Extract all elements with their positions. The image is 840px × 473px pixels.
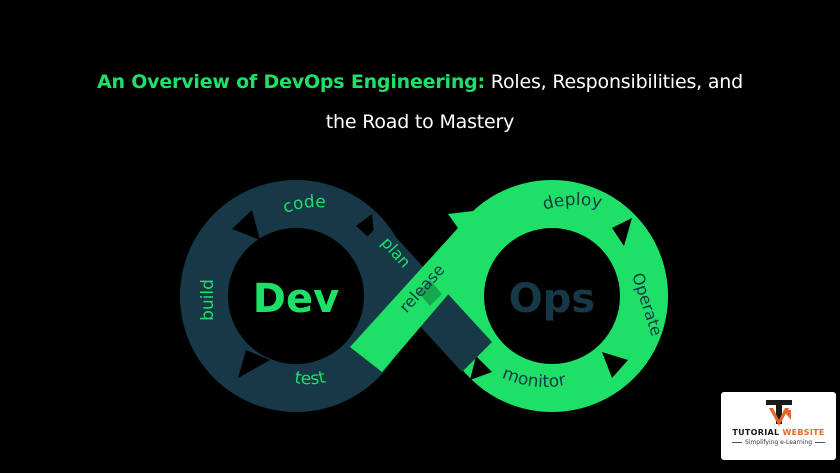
- tutorial-website-logo[interactable]: TUTORIAL WEBSITE Simplifying e-Learning: [721, 392, 836, 460]
- logo-name: TUTORIAL WEBSITE: [732, 428, 824, 437]
- ops-ring-gap-top: [612, 218, 632, 246]
- title-rest: Roles, Responsibilities, and: [484, 71, 744, 93]
- title-line-2: the Road to Mastery: [325, 111, 515, 133]
- dev-ring-gap-top: [232, 210, 260, 240]
- tagline-rule-left: [731, 442, 742, 443]
- ops-label: Ops: [509, 276, 595, 322]
- stage-test-text: test: [293, 367, 328, 389]
- dev-label: Dev: [253, 276, 339, 322]
- page-title: An Overview of DevOps Engineering: Roles…: [40, 62, 800, 142]
- title-accent: An Overview of DevOps Engineering:: [96, 71, 485, 93]
- logo-tagline: Simplifying e-Learning: [744, 439, 813, 446]
- dev-ring-gap-bottom: [238, 350, 270, 378]
- ops-loop: [436, 180, 668, 412]
- stage-build: build: [198, 279, 218, 321]
- crossing-shadow: [418, 280, 442, 306]
- logo-mark-icon: [765, 400, 792, 426]
- ops-ring: [436, 180, 668, 412]
- tagline-rule-right: [815, 442, 826, 443]
- stage-test: test: [293, 367, 328, 389]
- title-line-1: An Overview of DevOps Engineering: Roles…: [40, 62, 800, 102]
- dev-loop: [180, 180, 412, 412]
- dev-ring: [180, 180, 412, 412]
- ops-ring-gap-bottom: [602, 352, 628, 378]
- logo-name-part1: TUTORIAL: [732, 428, 780, 437]
- release-band: [350, 208, 498, 372]
- ops-ring-gap-left: [470, 356, 492, 380]
- logo-name-part2: WEBSITE: [779, 428, 825, 437]
- logo-tagline-row: Simplifying e-Learning: [731, 439, 826, 446]
